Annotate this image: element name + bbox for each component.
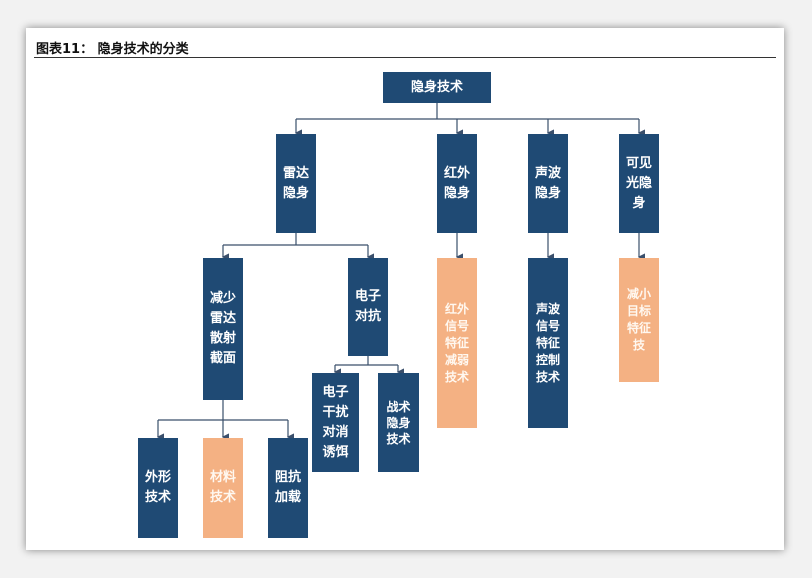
node-label-line: 对消 — [322, 424, 349, 440]
node-infrared-stealth: 红外隐身 — [437, 134, 477, 233]
node-label: 战术隐身技术 — [386, 399, 411, 446]
node-label: 材料技术 — [209, 470, 236, 505]
node-label: 减小目标特征技 — [626, 287, 651, 352]
node-tactical-stealth: 战术隐身技术 — [378, 373, 419, 472]
node-label: 减少雷达散射截面 — [209, 291, 236, 366]
node-label: 声波信号特征控制技术 — [535, 301, 560, 384]
node-acoustic-stealth: 声波隐身 — [528, 134, 568, 233]
figure-title: 图表11： 隐身技术的分类 — [36, 42, 189, 57]
node-acoustic-tech: 声波信号特征控制技术 — [528, 258, 568, 428]
node-label: 阻抗加载 — [274, 470, 301, 505]
node-visible-stealth: 可见光隐身 — [619, 134, 659, 233]
node-material-tech: 材料技术 — [203, 438, 243, 538]
node-label: 电子对抗 — [354, 289, 381, 324]
node-label: 声波隐身 — [534, 165, 561, 201]
node-impedance-loading: 阻抗加载 — [268, 438, 308, 538]
node-label: 外形技术 — [144, 470, 171, 505]
radar-connector — [223, 233, 368, 246]
node-label-line: 诱饵 — [322, 444, 349, 460]
node-infrared-tech: 红外信号特征减弱技术 — [437, 258, 477, 428]
node-label-line: 电子 — [322, 384, 349, 400]
node-ecm: 电子对抗 — [348, 258, 388, 356]
node-visible-tech: 减小目标特征技 — [619, 258, 659, 382]
node-jamming-decoy: 电子 干扰 对消 诱饵 — [312, 373, 359, 472]
node-label: 隐身技术 — [410, 79, 463, 95]
node-radar-stealth: 雷达隐身 — [276, 134, 316, 233]
node-label: 雷达隐身 — [282, 165, 309, 201]
root-connector — [296, 103, 639, 120]
node-label: 可见光隐身 — [625, 155, 652, 211]
node-label-line: 干扰 — [322, 404, 349, 420]
node-reduce-rcs: 减少雷达散射截面 — [203, 258, 243, 400]
rcs-connector — [158, 400, 288, 421]
node-label: 红外信号特征减弱技术 — [444, 301, 469, 384]
node-label: 红外隐身 — [443, 165, 470, 201]
node-shape-tech: 外形技术 — [138, 438, 178, 538]
title-divider — [34, 57, 776, 58]
ecm-connector — [335, 356, 398, 366]
node-stealth-technology: 隐身技术 — [383, 72, 491, 103]
